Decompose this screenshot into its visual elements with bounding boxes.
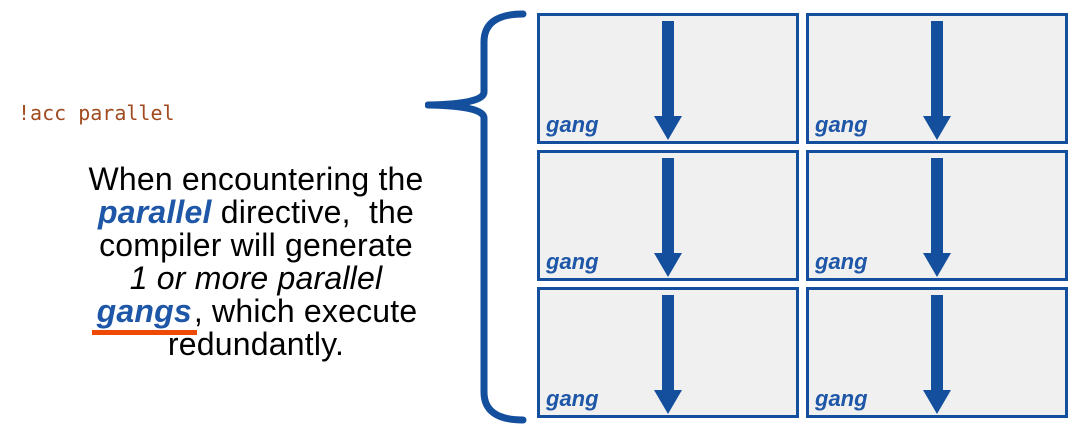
paragraph-text: When encountering the bbox=[88, 161, 424, 197]
gang-box: gang bbox=[806, 13, 1068, 144]
gang-label: gang bbox=[546, 112, 599, 137]
paragraph-line: compiler will generate bbox=[40, 229, 472, 262]
paragraph-text: redundantly. bbox=[167, 326, 345, 362]
paragraph-text: , which execute bbox=[193, 293, 418, 329]
gang-grid: gang gang gang gang bbox=[537, 13, 1068, 418]
gang-label: gang bbox=[546, 249, 599, 274]
down-arrow-icon bbox=[923, 295, 951, 414]
gang-label: gang bbox=[546, 386, 599, 411]
paragraph-line: gangs, which execute bbox=[40, 293, 472, 335]
keyword-gangs: gangs bbox=[91, 293, 197, 335]
gang-label: gang bbox=[815, 112, 868, 137]
paragraph-text: directive, the bbox=[211, 194, 415, 230]
gang-box: gang bbox=[806, 287, 1068, 418]
down-arrow-icon bbox=[654, 295, 682, 414]
paragraph-text: compiler will generate bbox=[99, 227, 413, 263]
paragraph-line: parallel directive, the bbox=[40, 196, 472, 229]
description-text: When encountering the parallel directive… bbox=[40, 163, 472, 361]
gang-box: gang bbox=[806, 150, 1068, 281]
code-directive: !acc parallel bbox=[18, 101, 175, 125]
left-curly-brace-icon bbox=[425, 10, 527, 424]
paragraph-line: 1 or more parallel bbox=[40, 262, 472, 295]
paragraph-text-italic: 1 or more parallel bbox=[129, 260, 383, 296]
gang-label: gang bbox=[815, 386, 868, 411]
keyword-parallel: parallel bbox=[97, 194, 212, 230]
down-arrow-icon bbox=[923, 21, 951, 140]
paragraph-line: redundantly. bbox=[40, 328, 472, 361]
gang-label: gang bbox=[815, 249, 868, 274]
paragraph-line: When encountering the bbox=[40, 163, 472, 196]
gang-box: gang bbox=[537, 150, 799, 281]
gang-box: gang bbox=[537, 13, 799, 144]
gang-box: gang bbox=[537, 287, 799, 418]
down-arrow-icon bbox=[923, 158, 951, 277]
down-arrow-icon bbox=[654, 158, 682, 277]
down-arrow-icon bbox=[654, 21, 682, 140]
